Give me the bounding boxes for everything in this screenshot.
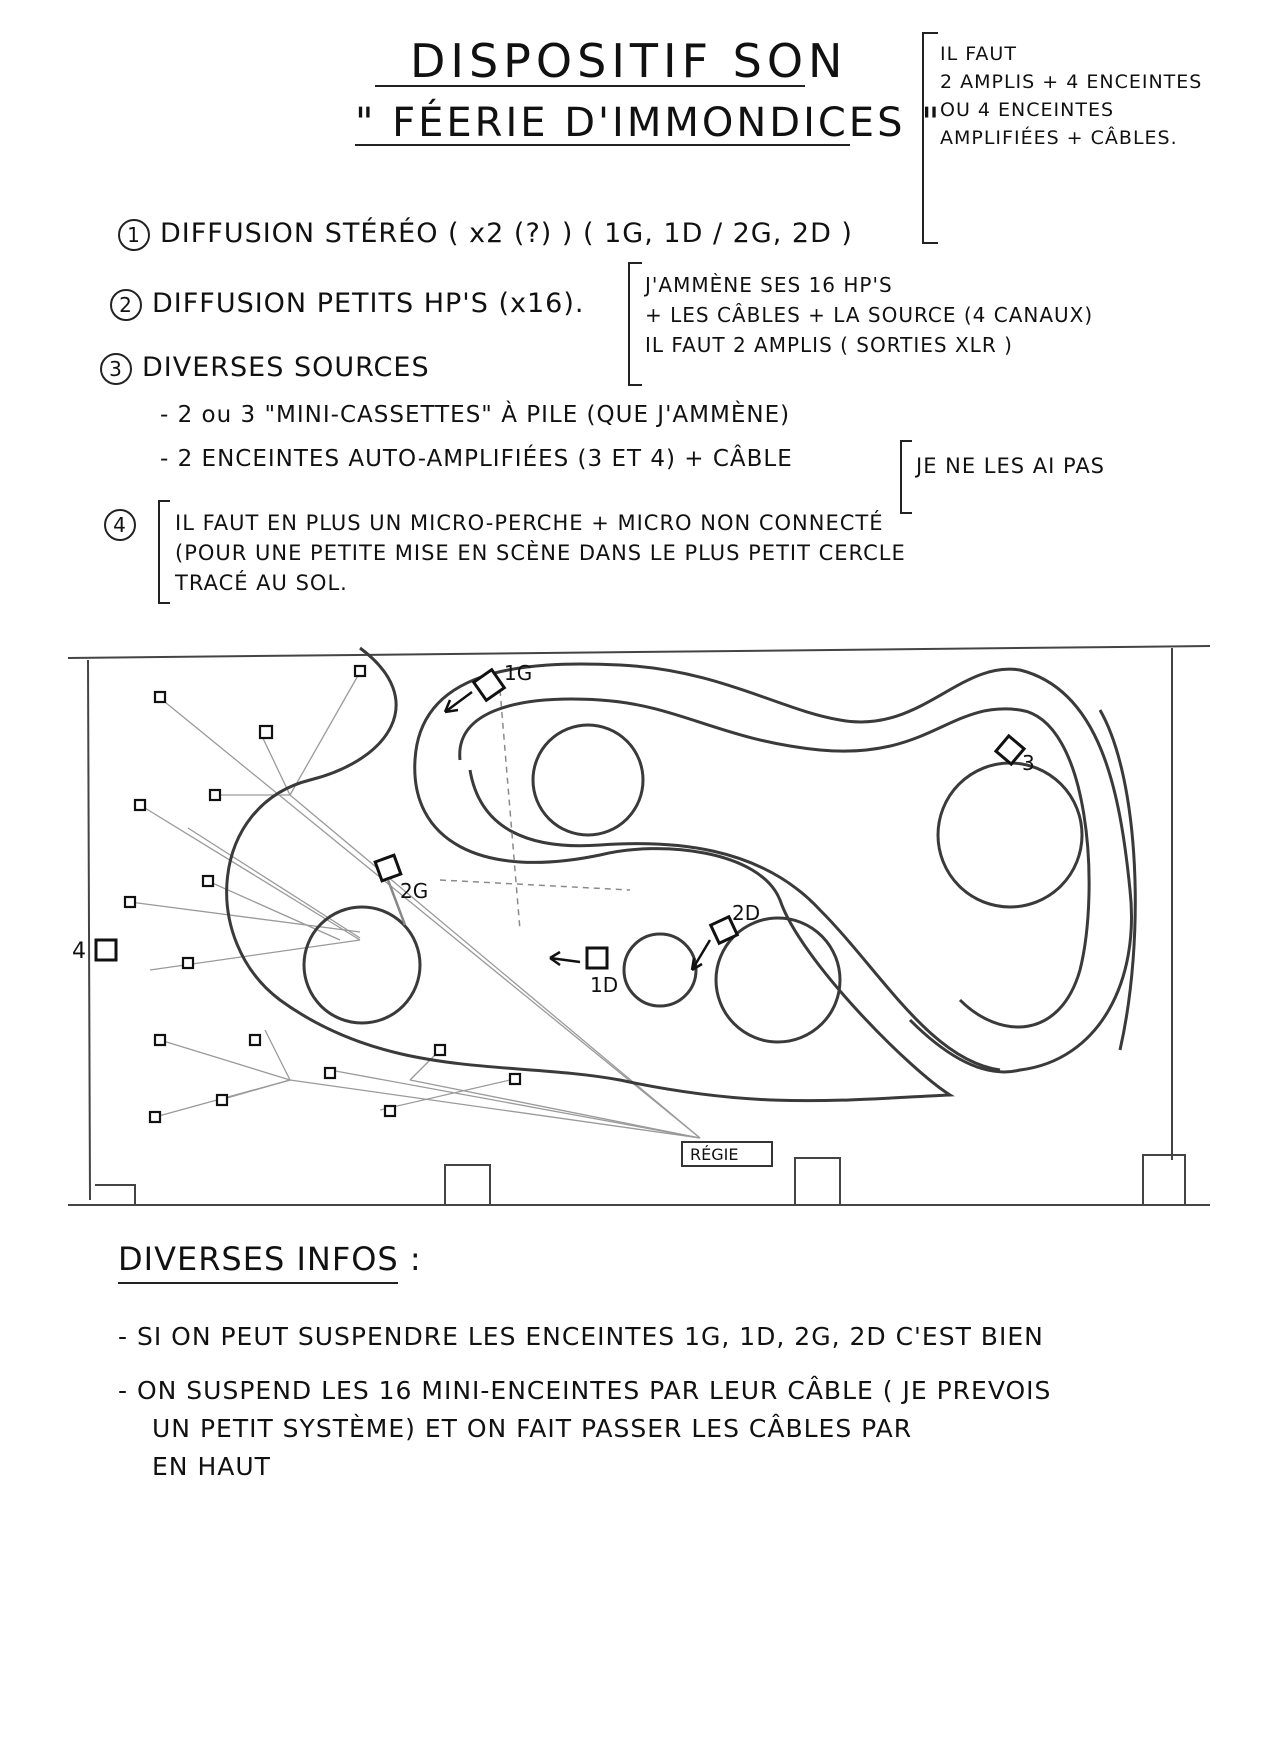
speaker-1d <box>585 946 609 970</box>
info-line-4: EN HAUT <box>152 1452 271 1481</box>
main-speakers <box>94 667 1027 970</box>
requirement-line: OU 4 ENCEINTES <box>940 99 1115 121</box>
item-text: DIVERSES SOURCES <box>142 352 430 383</box>
item2-note-line: IL FAUT 2 AMPLIS ( SORTIES XLR ) <box>645 333 1013 357</box>
info-line-3: UN PETIT SYSTÈME) ET ON FAIT PASSER LES … <box>152 1414 913 1443</box>
dashed-connectors <box>439 689 631 931</box>
requirement-line: 2 AMPLIS + 4 ENCEINTES <box>940 71 1203 93</box>
label-4: 4 <box>72 939 86 964</box>
note-bracket <box>922 32 938 244</box>
item-4-line: TRACÉ AU SOL. <box>175 571 348 595</box>
requirement-line: IL FAUT <box>940 43 1017 65</box>
mini-speaker <box>383 1104 397 1118</box>
requirement-line: AMPLIFIÉES + CÂBLES. <box>940 127 1178 149</box>
label-1d: 1D <box>590 973 618 997</box>
mini-speaker <box>433 1043 447 1057</box>
page-subtitle: " FÉERIE D'IMMONDICES " <box>355 100 943 146</box>
item2-note-bracket <box>628 262 642 386</box>
mini-speaker <box>248 1033 262 1047</box>
item-text: DIFFUSION STÉRÉO ( x2 (?) ) ( 1G, 1D / 2… <box>160 218 853 249</box>
item-number: 3 <box>100 352 132 385</box>
item3-note-bracket <box>900 440 912 514</box>
mini-speaker <box>153 1033 167 1047</box>
speaker-1g <box>471 667 507 703</box>
direction-arrows <box>386 690 712 972</box>
label-1g: 1G <box>504 661 532 685</box>
item-3-sub-2-note: JE NE LES AI PAS <box>916 454 1106 478</box>
speaker-3 <box>993 733 1027 767</box>
mini-speaker <box>353 664 367 678</box>
page-title: DISPOSITIF SON <box>410 34 848 88</box>
item-2: 2 DIFFUSION PETITS HP'S (x16). <box>110 288 584 321</box>
item2-note-line: + LES CÂBLES + LA SOURCE (4 CANAUX) <box>645 303 1094 327</box>
mini-speaker <box>123 895 137 909</box>
mini-speaker <box>215 1093 229 1107</box>
mini-speaker <box>508 1072 522 1086</box>
mini-speaker <box>323 1066 337 1080</box>
item2-note-line: J'AMMÈNE SES 16 HP'S <box>645 273 893 297</box>
item-1: 1 DIFFUSION STÉRÉO ( x2 (?) ) ( 1G, 1D / … <box>118 218 853 251</box>
item-number: 2 <box>110 288 142 321</box>
info-line-2: - ON SUSPEND LES 16 MINI-ENCEINTES PAR L… <box>118 1376 1052 1405</box>
item-number: 1 <box>118 218 150 251</box>
room-outline <box>67 645 1211 1206</box>
item-4-number: 4 <box>104 508 146 541</box>
mini-speakers <box>123 664 522 1124</box>
item-4: IL FAUT EN PLUS UN MICRO-PERCHE + MICRO … <box>175 508 906 598</box>
item-4-line: (POUR UNE PETITE MISE EN SCÈNE DANS LE P… <box>175 541 906 565</box>
label-2d: 2D <box>732 901 760 925</box>
label-regie: RÉGIE <box>690 1145 738 1164</box>
mini-speaker <box>208 788 222 802</box>
mini-speaker <box>133 798 147 812</box>
floor-circles <box>302 723 1084 1044</box>
infos-title: DIVERSES INFOS : <box>118 1240 422 1278</box>
mini-speaker <box>258 724 274 740</box>
item-4-line: IL FAUT EN PLUS UN MICRO-PERCHE + MICRO … <box>175 511 884 535</box>
speaker-4 <box>94 938 118 962</box>
mini-speaker <box>148 1110 162 1124</box>
label-2g: 2G <box>400 879 428 903</box>
infos-underline <box>118 1282 398 1284</box>
subtitle-underline <box>355 144 850 146</box>
mini-speaker <box>181 956 195 970</box>
cable-guides <box>129 671 701 1139</box>
speaker-2d <box>708 914 740 946</box>
mini-speaker <box>153 690 167 704</box>
item-3-sub-2: - 2 ENCEINTES AUTO-AMPLIFIÉES (3 ET 4) +… <box>160 446 793 472</box>
item-3-sub-1: - 2 ou 3 "MINI-CASSETTES" À PILE (QUE J'… <box>160 402 791 428</box>
regie-box <box>681 1141 773 1167</box>
item-number: 4 <box>104 508 136 541</box>
title-underline <box>375 85 805 87</box>
item-text: DIFFUSION PETITS HP'S (x16). <box>152 288 585 319</box>
item4-bracket <box>158 500 170 604</box>
mini-speaker <box>201 874 215 888</box>
floor-plan-sketch: 1G 2G 1D 2D 3 4 RÉGIE <box>67 645 1211 1206</box>
item-3: 3 DIVERSES SOURCES <box>100 352 430 385</box>
requirement-note: IL FAUT 2 AMPLIS + 4 ENCEINTES OU 4 ENCE… <box>940 40 1202 152</box>
floor-paths <box>225 646 1137 1103</box>
label-3: 3 <box>1022 751 1035 775</box>
speaker-2g <box>373 853 403 883</box>
item2-note: J'AMMÈNE SES 16 HP'S + LES CÂBLES + LA S… <box>645 270 1093 360</box>
info-line-1: - SI ON PEUT SUSPENDRE LES ENCEINTES 1G,… <box>118 1322 1044 1351</box>
